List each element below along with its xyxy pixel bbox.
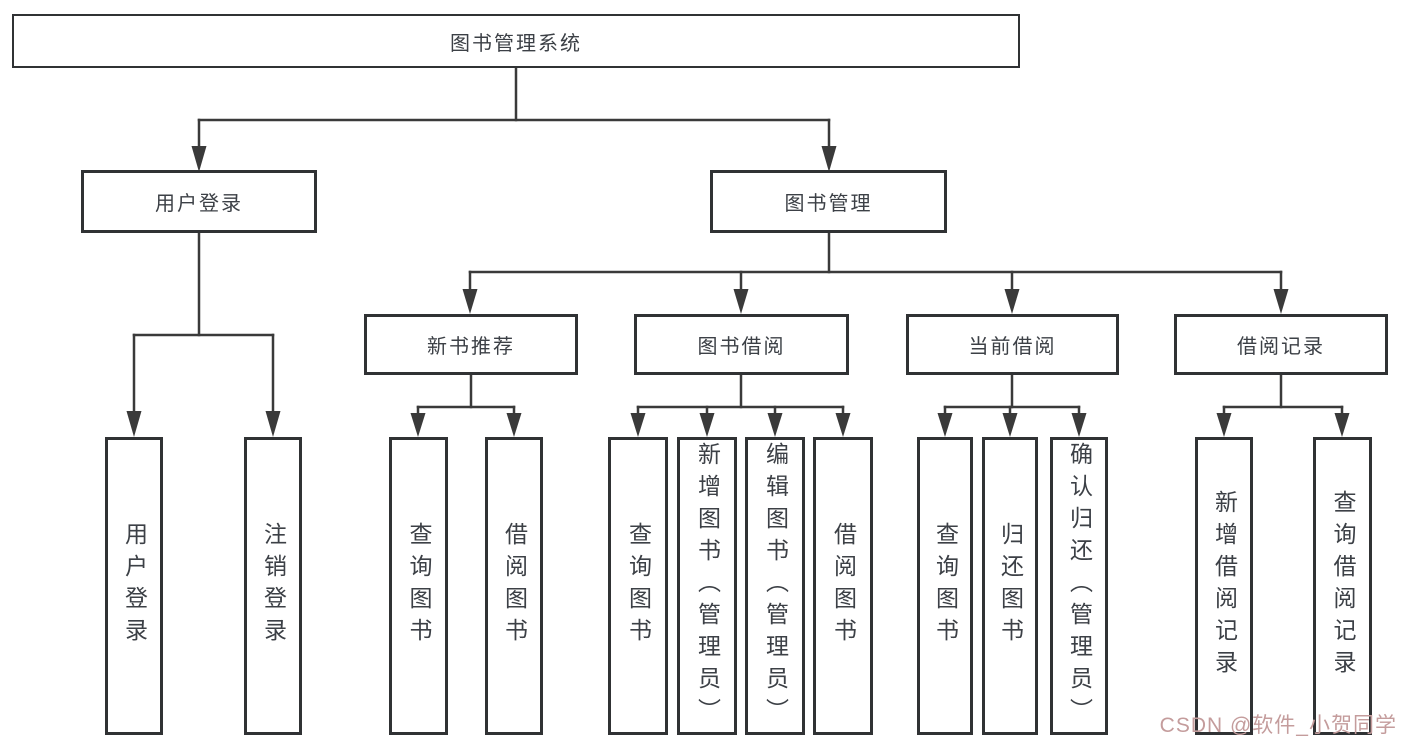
node-label: 借阅图书 [830, 522, 857, 650]
node-label: 查询图书 [625, 522, 652, 650]
node-label: 图书借阅 [697, 336, 786, 358]
node-book-borrowing: 图书借阅 [634, 314, 849, 375]
leaf-query-borrow-record: 查询借阅记录 [1313, 437, 1372, 735]
node-label: 图书管理系统 [450, 32, 582, 55]
leaf-edit-books-admin: 编辑图书（管理员） [745, 437, 805, 735]
leaf-query-books-1: 查询图书 [389, 437, 448, 735]
leaf-logout: 注销登录 [244, 437, 302, 735]
leaf-user-login: 用户登录 [105, 437, 163, 735]
node-label: 查询借阅记录 [1330, 490, 1356, 682]
leaf-add-books-admin: 新增图书（管理员） [677, 437, 737, 735]
node-current-borrowing: 当前借阅 [906, 314, 1119, 375]
node-label: 借阅记录 [1237, 336, 1325, 358]
leaf-borrow-books-2: 借阅图书 [813, 437, 873, 735]
node-label: 新书推荐 [427, 336, 515, 358]
node-label: 新增图书（管理员） [694, 442, 721, 730]
node-label: 图书管理 [784, 193, 873, 215]
node-root-system: 图书管理系统 [12, 14, 1020, 68]
node-label: 编辑图书（管理员） [762, 442, 789, 730]
node-label: 注销登录 [260, 522, 287, 650]
node-label: 用户登录 [155, 193, 243, 215]
node-label: 查询图书 [406, 522, 432, 650]
node-new-book-recommend: 新书推荐 [364, 314, 578, 375]
node-label: 归还图书 [997, 522, 1024, 650]
leaf-borrow-books-1: 借阅图书 [485, 437, 543, 735]
node-label: 用户登录 [121, 522, 148, 650]
node-borrowing-records: 借阅记录 [1174, 314, 1388, 375]
leaf-confirm-return-admin: 确认归还（管理员） [1050, 437, 1108, 735]
leaf-query-books-2: 查询图书 [608, 437, 668, 735]
node-book-management: 图书管理 [710, 170, 947, 233]
node-label: 查询图书 [932, 522, 959, 650]
leaf-query-books-3: 查询图书 [917, 437, 973, 735]
csdn-watermark: CSDN @软件_小贺同学 [1159, 714, 1397, 737]
node-user-login: 用户登录 [81, 170, 317, 233]
node-label: 确认归还（管理员） [1066, 442, 1093, 730]
leaf-add-borrow-record: 新增借阅记录 [1195, 437, 1253, 735]
node-label: 新增借阅记录 [1211, 490, 1238, 682]
node-label: 当前借阅 [968, 336, 1057, 358]
node-label: 借阅图书 [501, 522, 528, 650]
leaf-return-books: 归还图书 [982, 437, 1038, 735]
